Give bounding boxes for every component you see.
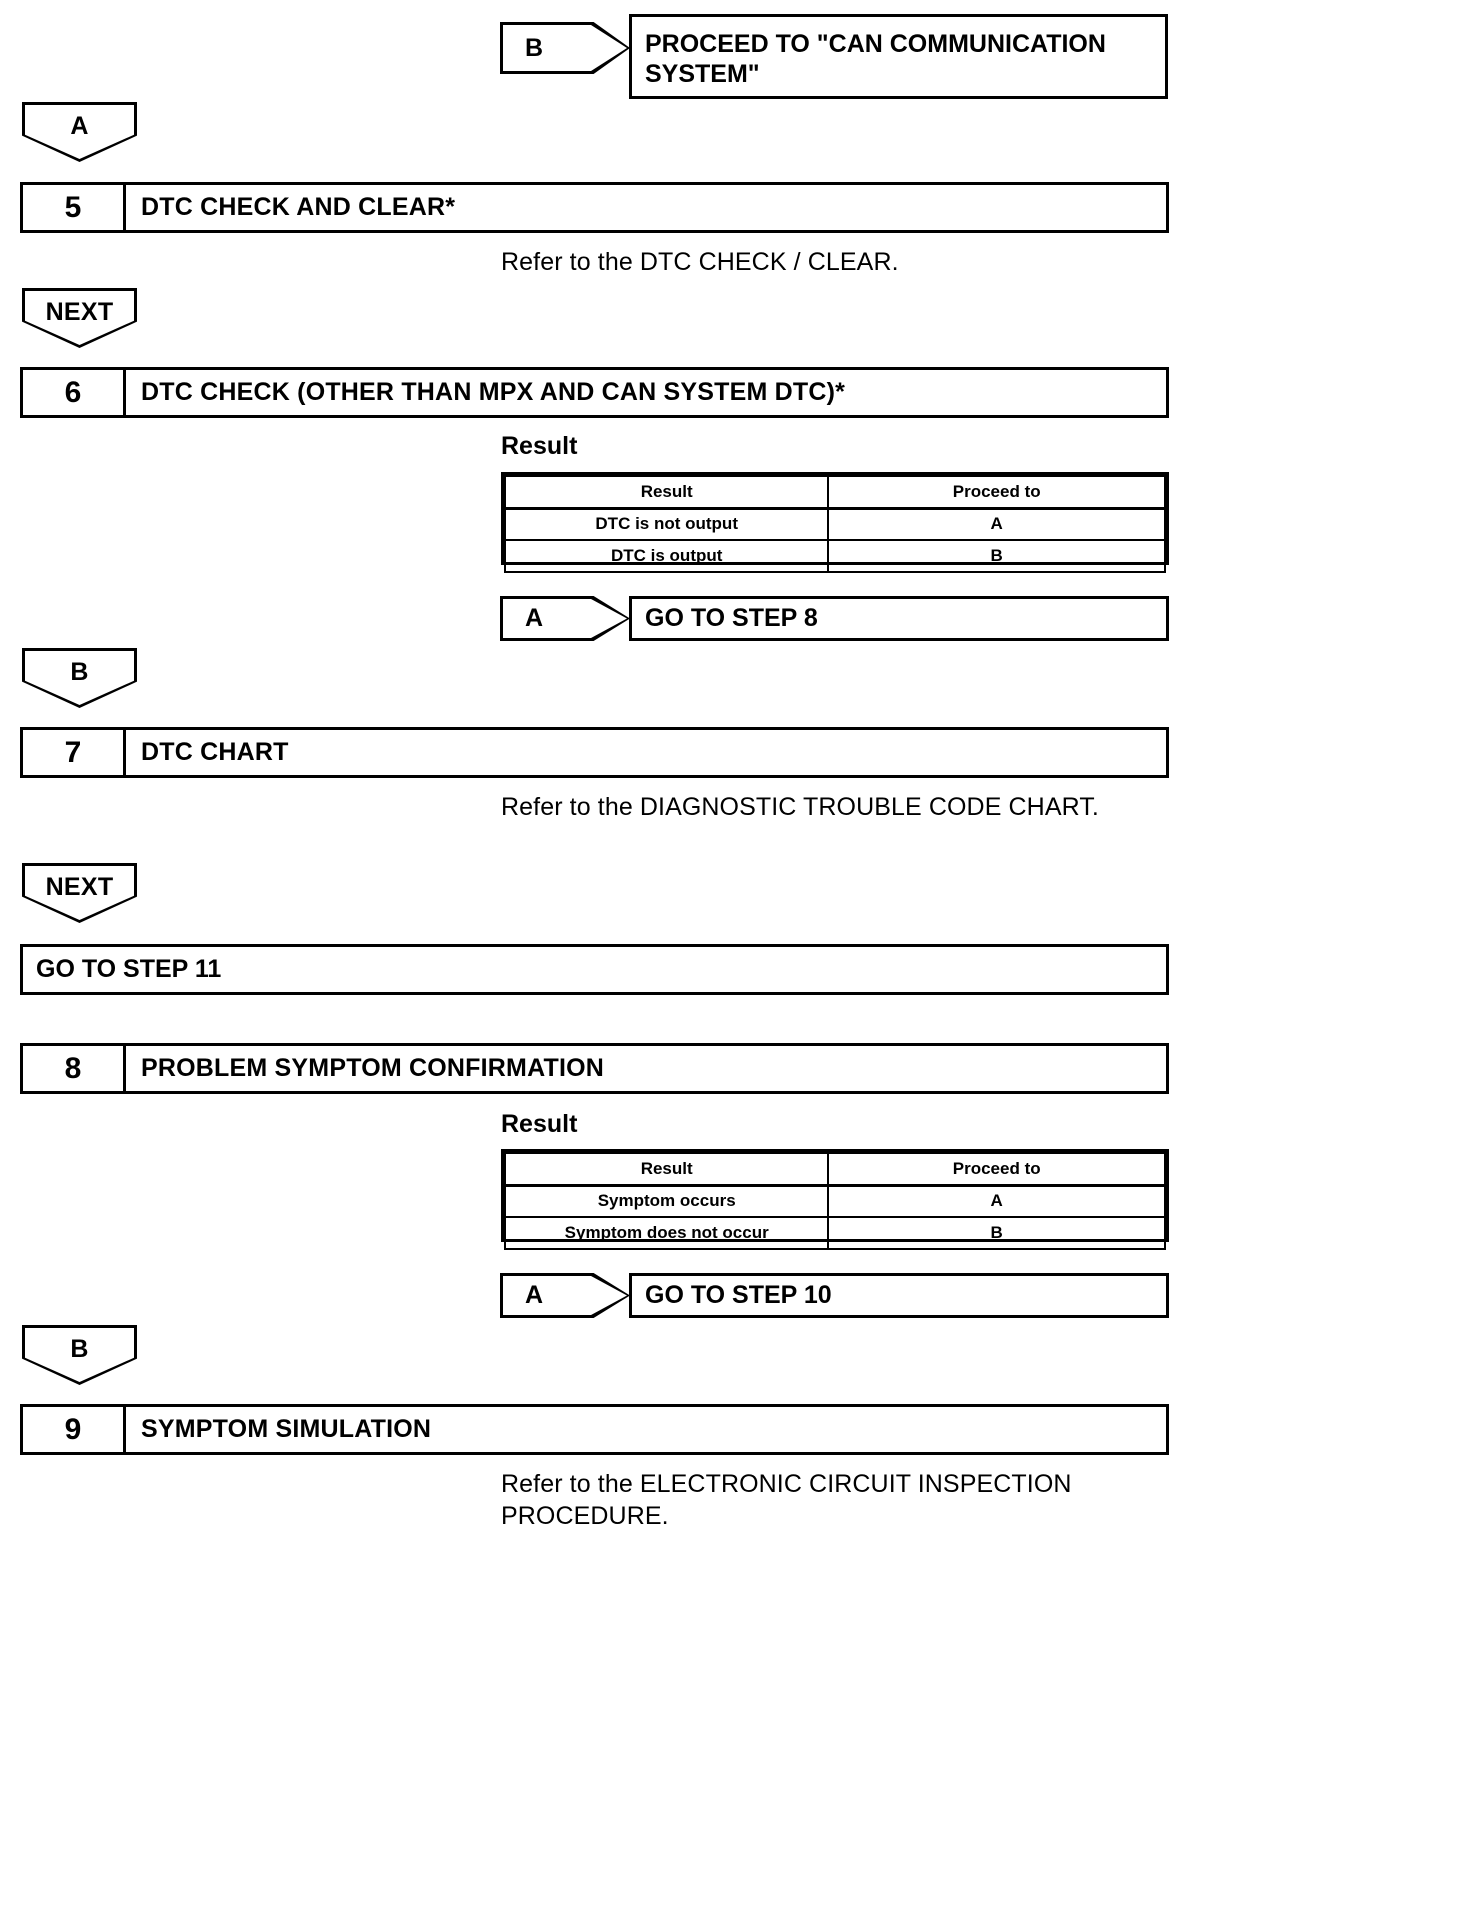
table-row: Symptom occurs A bbox=[503, 1184, 1166, 1218]
connector-next-to-step11[interactable]: NEXT bbox=[22, 863, 137, 923]
go-to-step-10-box[interactable]: GO TO STEP 10 bbox=[629, 1273, 1169, 1318]
column-header-proceed-to: Proceed to bbox=[827, 475, 1166, 510]
connector-label: NEXT bbox=[45, 873, 114, 901]
connector-a-to-step8[interactable]: A bbox=[500, 596, 630, 641]
connector-a-to-step5[interactable]: A bbox=[22, 102, 137, 162]
connector-a-inner: A bbox=[25, 105, 134, 159]
connector-b-inner: B bbox=[25, 1328, 134, 1382]
connector-b-inner: B bbox=[25, 651, 134, 705]
step-6-result-caption: Result bbox=[501, 432, 578, 460]
connector-a-inner: A bbox=[503, 1276, 627, 1315]
connector-b-to-step9[interactable]: B bbox=[22, 1325, 137, 1385]
step-8-number: 8 bbox=[23, 1046, 126, 1091]
go-to-step-8-box[interactable]: GO TO STEP 8 bbox=[629, 596, 1169, 641]
step-6-title: DTC CHECK (OTHER THAN MPX AND CAN SYSTEM… bbox=[141, 378, 846, 407]
step-6-number: 6 bbox=[23, 370, 126, 415]
go-to-step-8-label: GO TO STEP 8 bbox=[645, 603, 818, 632]
step-6-result-table: Result Proceed to DTC is not output A DT… bbox=[501, 472, 1169, 573]
connector-a-to-step10[interactable]: A bbox=[500, 1273, 630, 1318]
step-8-box[interactable]: 8 PROBLEM SYMPTOM CONFIRMATION bbox=[20, 1043, 1169, 1094]
cell-proceed-to: B bbox=[827, 539, 1166, 573]
connector-label: A bbox=[70, 112, 89, 140]
step-9-number: 9 bbox=[23, 1407, 126, 1452]
cell-result: Symptom does not occur bbox=[503, 1216, 830, 1250]
connector-label: A bbox=[525, 1281, 544, 1309]
connector-b-to-step7[interactable]: B bbox=[22, 648, 137, 708]
step-5-number: 5 bbox=[23, 185, 126, 230]
step-5-title: DTC CHECK AND CLEAR* bbox=[141, 193, 456, 222]
table-header-row: Result Proceed to bbox=[503, 1152, 1166, 1187]
connector-a-inner: A bbox=[503, 599, 627, 638]
step-8-result-table: Result Proceed to Symptom occurs A Sympt… bbox=[501, 1149, 1169, 1250]
table-header-row: Result Proceed to bbox=[503, 475, 1166, 510]
cell-result: Symptom occurs bbox=[503, 1184, 830, 1218]
table-row: DTC is output B bbox=[503, 539, 1166, 573]
step-9-title: SYMPTOM SIMULATION bbox=[141, 1415, 432, 1444]
connector-next-inner: NEXT bbox=[25, 866, 134, 920]
connector-next-inner: NEXT bbox=[25, 291, 134, 345]
step-5-reference-note: Refer to the DTC CHECK / CLEAR. bbox=[501, 248, 899, 276]
connector-b-to-can-system[interactable]: B bbox=[500, 22, 630, 74]
table-row: Symptom does not occur B bbox=[503, 1216, 1166, 1250]
connector-label: NEXT bbox=[45, 298, 114, 326]
go-to-step-10-label: GO TO STEP 10 bbox=[645, 1280, 832, 1309]
go-to-step-11-label: GO TO STEP 11 bbox=[36, 954, 222, 983]
connector-label: B bbox=[525, 33, 544, 62]
column-header-result: Result bbox=[503, 1152, 830, 1187]
connector-next-to-step6[interactable]: NEXT bbox=[22, 288, 137, 348]
connector-label: B bbox=[70, 1335, 89, 1363]
cell-proceed-to: B bbox=[827, 1216, 1166, 1250]
step-9-reference-note: Refer to the ELECTRONIC CIRCUIT INSPECTI… bbox=[501, 1470, 1072, 1530]
step-7-box[interactable]: 7 DTC CHART bbox=[20, 727, 1169, 778]
step-7-reference-note: Refer to the DIAGNOSTIC TROUBLE CODE CHA… bbox=[501, 793, 1099, 821]
column-header-proceed-to: Proceed to bbox=[827, 1152, 1166, 1187]
column-header-result: Result bbox=[503, 475, 830, 510]
connector-label: B bbox=[70, 658, 89, 686]
proceed-to-can-label: PROCEED TO "CAN COMMUNICATION SYSTEM" bbox=[645, 30, 1106, 88]
step-6-box[interactable]: 6 DTC CHECK (OTHER THAN MPX AND CAN SYST… bbox=[20, 367, 1169, 418]
step-8-title: PROBLEM SYMPTOM CONFIRMATION bbox=[141, 1054, 604, 1083]
go-to-step-11-box[interactable]: GO TO STEP 11 bbox=[20, 944, 1169, 995]
cell-proceed-to: A bbox=[827, 1184, 1166, 1218]
step-7-number: 7 bbox=[23, 730, 126, 775]
proceed-to-can-communication-system-box[interactable]: PROCEED TO "CAN COMMUNICATION SYSTEM" bbox=[629, 14, 1168, 99]
connector-label: A bbox=[525, 604, 544, 632]
step-5-box[interactable]: 5 DTC CHECK AND CLEAR* bbox=[20, 182, 1169, 233]
step-9-box[interactable]: 9 SYMPTOM SIMULATION bbox=[20, 1404, 1169, 1455]
connector-b-inner: B bbox=[503, 25, 627, 71]
cell-proceed-to: A bbox=[827, 507, 1166, 541]
table-row: DTC is not output A bbox=[503, 507, 1166, 541]
cell-result: DTC is output bbox=[503, 539, 830, 573]
step-7-title: DTC CHART bbox=[141, 738, 289, 767]
step-8-result-caption: Result bbox=[501, 1110, 578, 1138]
cell-result: DTC is not output bbox=[503, 507, 830, 541]
